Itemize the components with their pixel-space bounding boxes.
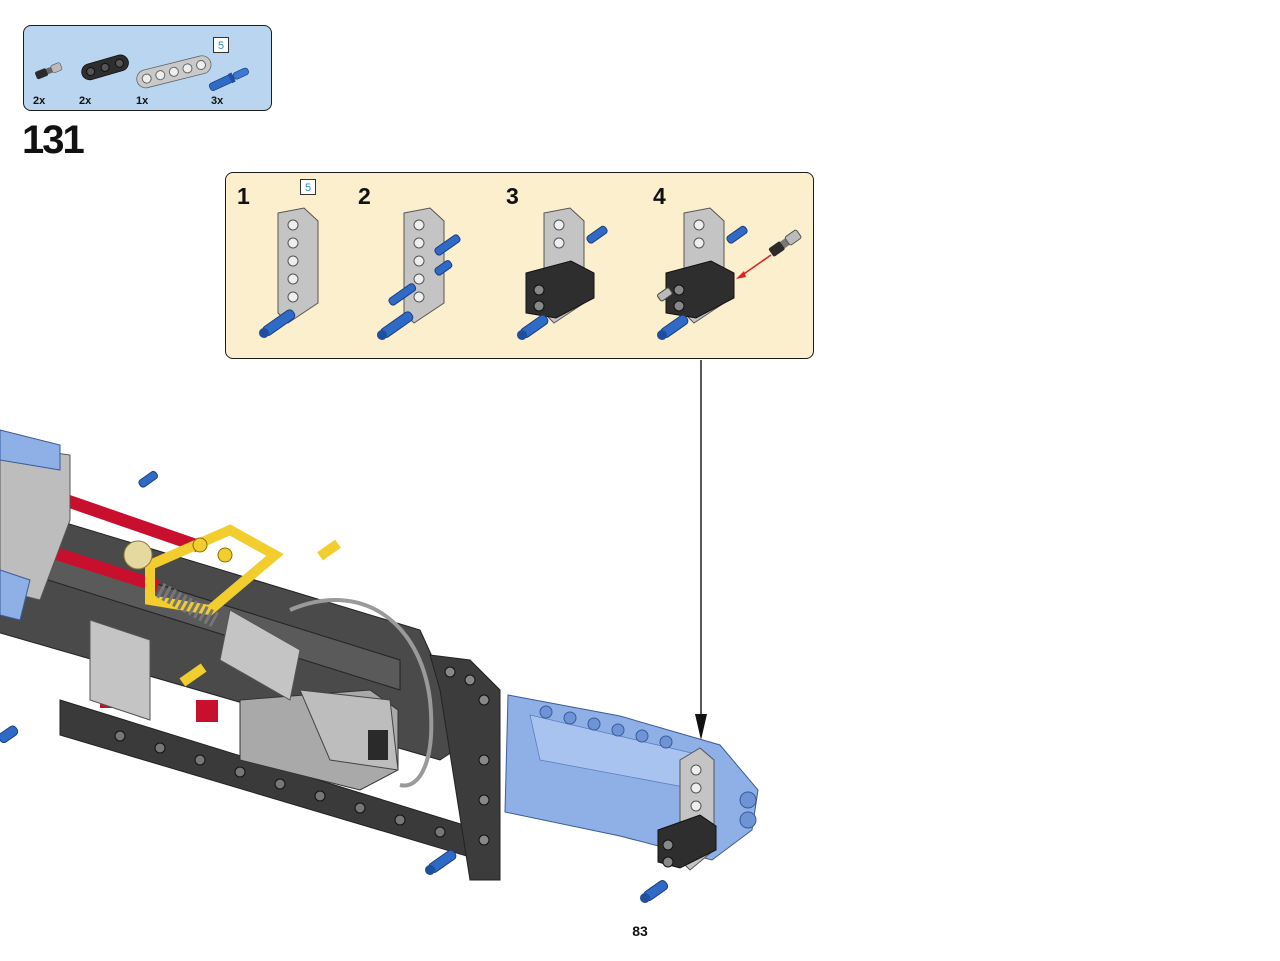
blue-pins bbox=[0, 429, 457, 875]
sub-assembly-illustration bbox=[259, 207, 802, 340]
sub-step-3-model bbox=[517, 207, 608, 340]
motor-block bbox=[239, 689, 399, 791]
step-number: 131 bbox=[22, 118, 85, 162]
axle-pin-icon bbox=[768, 229, 802, 257]
attached-sub-assembly bbox=[640, 747, 717, 903]
beam-length-badge: 5 bbox=[213, 37, 229, 53]
sub-step-number: 3 bbox=[506, 183, 519, 209]
part-qty: 2x bbox=[33, 95, 46, 107]
gray-frame bbox=[0, 444, 301, 721]
yellow-parts bbox=[145, 524, 341, 687]
sub-assembly-callout: 1 2 3 4 5 bbox=[225, 172, 814, 359]
motor-cable bbox=[289, 598, 434, 788]
parts-illustration bbox=[35, 54, 249, 91]
sub-step-number: 1 bbox=[237, 183, 250, 209]
sub-step-number: 4 bbox=[653, 183, 666, 209]
sub-step-number: 2 bbox=[358, 183, 371, 209]
shock-spring bbox=[123, 540, 219, 628]
part-qty: 1x bbox=[136, 95, 149, 107]
parts-callout: 2x 2x 1x 3x 5 bbox=[23, 25, 272, 111]
sub-step-4-model bbox=[657, 207, 802, 340]
part-qty: 3x bbox=[211, 95, 224, 107]
beam-length-badge: 5 bbox=[300, 179, 316, 195]
sub-step-1-model bbox=[259, 207, 319, 338]
sub-step-2-model bbox=[377, 207, 461, 340]
gray-beam-5-icon bbox=[136, 55, 212, 89]
part-qty: 2x bbox=[79, 95, 92, 107]
page-number: 83 bbox=[632, 923, 648, 939]
blue-panel bbox=[504, 694, 759, 861]
black-beam-3-icon bbox=[81, 54, 129, 81]
blue-pin-icon bbox=[208, 67, 249, 91]
axle-pin-icon bbox=[35, 62, 63, 80]
